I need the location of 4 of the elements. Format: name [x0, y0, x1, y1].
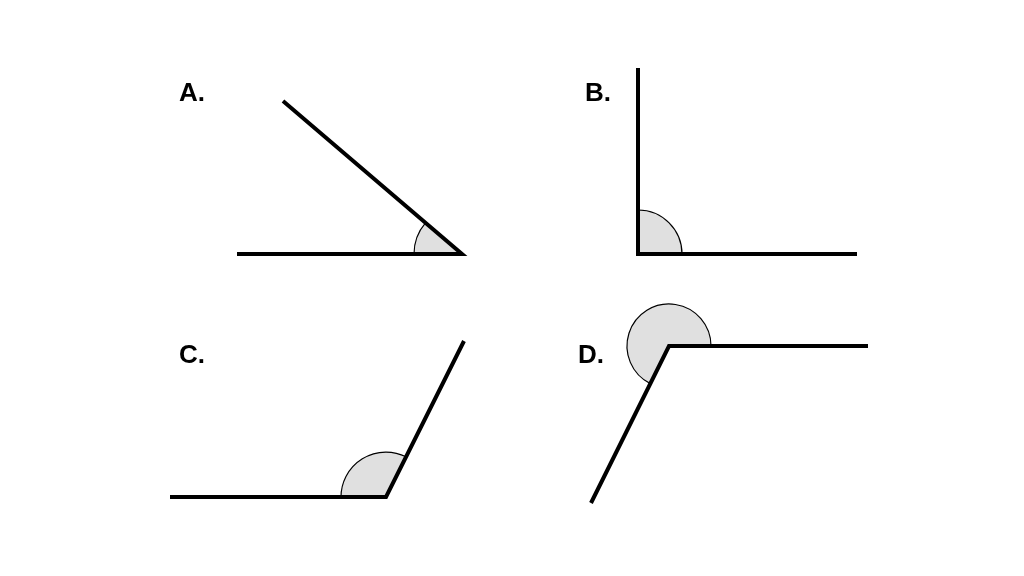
angle-label: C.	[179, 339, 205, 369]
angle-label: B.	[585, 77, 611, 107]
angle-label: A.	[179, 77, 205, 107]
angle-label: D.	[578, 339, 604, 369]
